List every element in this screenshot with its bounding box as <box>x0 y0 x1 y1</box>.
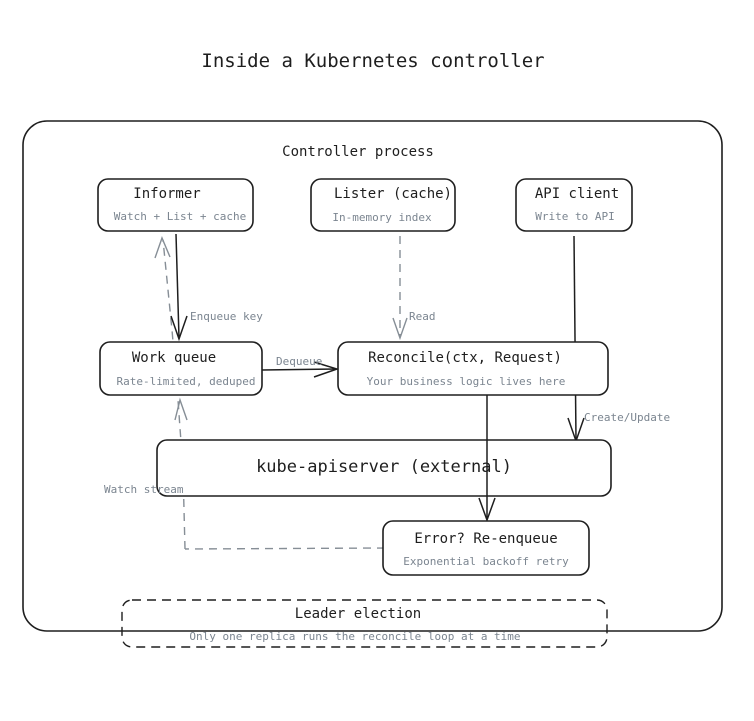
node-error-requeue[interactable]: Error? Re-enqueue Exponential backoff re… <box>382 520 590 576</box>
node-lister[interactable]: Lister (cache) In-memory index <box>310 178 456 232</box>
edge-read-arrowhead <box>392 317 408 341</box>
label-watch-stream: Watch stream <box>104 483 184 496</box>
node-work-queue[interactable]: Work queue Rate-limited, deduped <box>99 341 263 396</box>
edge-error-requeue <box>184 547 386 550</box>
node-reconcile[interactable]: Reconcile(ctx, Request) Your business lo… <box>337 341 609 396</box>
diagram-title: Inside a Kubernetes controller <box>201 50 544 72</box>
edge-create-update <box>573 235 577 441</box>
reconcile-title: Reconcile(ctx, Request) <box>368 350 562 366</box>
edge-dequeue <box>261 368 337 371</box>
label-read: Read <box>409 310 436 323</box>
node-apiserver[interactable]: kube-apiserver (external) <box>156 439 612 497</box>
edge-requeue-arrowhead <box>174 397 188 421</box>
label-enqueue-key: Enqueue key <box>190 310 263 323</box>
error-subtitle: Exponential backoff retry <box>403 555 569 568</box>
api-client-title: API client <box>535 186 619 202</box>
reconcile-subtitle: Your business logic lives here <box>367 375 566 388</box>
informer-title: Informer <box>133 186 200 202</box>
node-informer[interactable]: Informer Watch + List + cache <box>97 178 254 232</box>
leader-subtitle: Only one replica runs the reconcile loop… <box>189 630 520 643</box>
controller-process-group <box>22 120 723 632</box>
leader-title: Leader election <box>295 606 421 622</box>
informer-subtitle: Watch + List + cache <box>114 210 246 223</box>
node-leader-election[interactable]: Leader election Only one replica runs th… <box>121 599 608 648</box>
node-api-client[interactable]: API client Write to API <box>515 178 633 232</box>
edge-enqueue-key-arrowhead <box>170 315 188 342</box>
label-dequeue: Dequeue <box>276 355 322 368</box>
edge-reconcile-error-arrowhead <box>478 497 496 523</box>
api-client-subtitle: Write to API <box>535 210 614 223</box>
edge-enqueue-key <box>175 233 180 339</box>
edge-watch-stream-arrowhead <box>154 236 171 259</box>
error-title: Error? Re-enqueue <box>414 531 557 547</box>
lister-title: Lister (cache) <box>334 186 452 202</box>
work-queue-title: Work queue <box>132 350 216 366</box>
work-queue-subtitle: Rate-limited, deduped <box>116 375 255 388</box>
lister-subtitle: In-memory index <box>332 211 432 224</box>
label-create-update: Create/Update <box>584 411 670 424</box>
controller-process-label: Controller process <box>282 144 434 160</box>
edge-dequeue-arrowhead <box>313 361 340 378</box>
apiserver-title: kube-apiserver (external) <box>256 457 512 477</box>
